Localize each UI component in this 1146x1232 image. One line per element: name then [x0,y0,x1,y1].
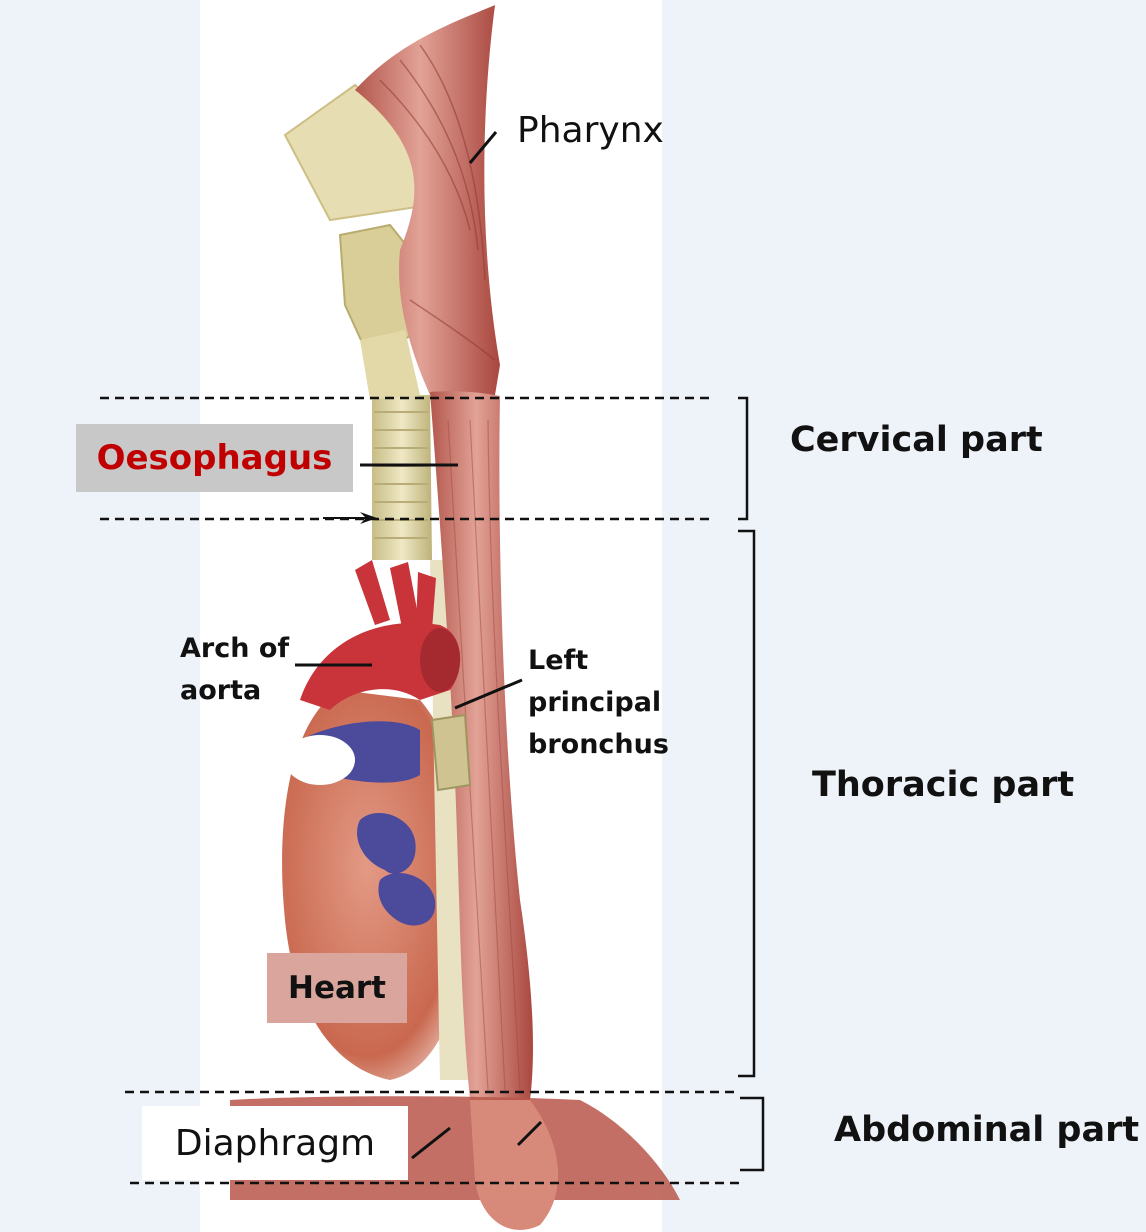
left-principal-bronchus-label: Left principal bronchus [528,640,678,766]
bracket-thoracic [738,531,754,1076]
bracket-abdominal [740,1098,763,1170]
bronchus-shape [432,715,470,790]
thoracic-part-label: Thoracic part [812,765,1074,805]
oesophagus-label: Oesophagus [76,424,353,492]
abdominal-part-label: Abdominal part [834,1110,1139,1150]
trachea-shape [372,395,432,560]
arch-of-aorta-label: Arch of aorta [180,628,300,712]
bracket-cervical [738,398,747,519]
vessel-cut [285,735,355,785]
aorta-cut [420,628,460,692]
cervical-part-label: Cervical part [790,420,1043,460]
brackets [738,398,763,1170]
diaphragm-label: Diaphragm [142,1106,408,1180]
pharynx-label: Pharynx [517,110,664,151]
heart-label: Heart [267,953,407,1023]
